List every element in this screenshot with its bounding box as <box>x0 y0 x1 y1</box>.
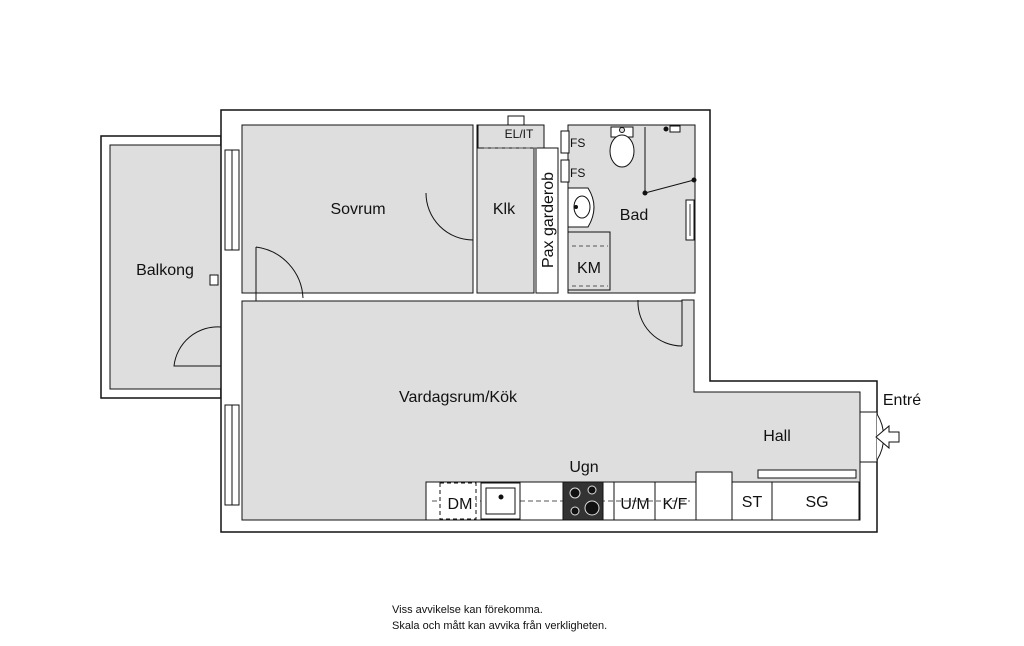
hall-closet-top <box>757 469 857 479</box>
label-vardagsrum: Vardagsrum/Kök <box>399 389 518 406</box>
label-balkong: Balkong <box>136 262 194 279</box>
label-hall: Hall <box>763 428 791 445</box>
disclaimer-line-1: Viss avvikelse kan förekomma. <box>392 604 543 616</box>
toilet <box>609 126 635 168</box>
door-bad <box>637 299 683 347</box>
label-bad: Bad <box>620 207 648 224</box>
disclaimer: Viss avvikelse kan förekomma. Skala och … <box>392 602 607 634</box>
floor-klk <box>476 124 535 294</box>
label-pax: Pax garderob <box>540 172 557 268</box>
label-sg: SG <box>805 494 828 511</box>
door-sovrum <box>255 246 304 301</box>
door-klk <box>425 192 474 241</box>
label-entre: Entré <box>883 392 921 409</box>
label-um: U/M <box>620 496 649 513</box>
stove <box>562 481 604 521</box>
label-ugn: Ugn <box>569 459 598 476</box>
disclaimer-line-2: Skala och mått kan avvika från verklighe… <box>392 620 608 632</box>
hall-wardrobes <box>731 481 860 521</box>
label-el-it: EL/IT <box>505 127 534 141</box>
kitchen-counter <box>425 481 697 521</box>
fs-cabinet-2 <box>560 159 570 183</box>
label-dm: DM <box>448 496 473 513</box>
label-st: ST <box>742 494 763 511</box>
label-fs-1: FS <box>570 136 585 150</box>
door-balcony <box>173 326 222 392</box>
el-it-box <box>507 115 525 126</box>
bath-sink <box>567 187 595 228</box>
window-vardagsrum <box>224 404 240 506</box>
dishwasher <box>439 482 477 520</box>
floor-sovrum <box>241 124 474 294</box>
label-kf: K/F <box>663 496 688 513</box>
label-fs-2: FS <box>570 166 585 180</box>
hall-pillar <box>695 471 733 521</box>
shower <box>642 125 697 196</box>
fs-cabinet-1 <box>560 130 570 154</box>
window-sovrum <box>224 149 240 251</box>
label-klk: Klk <box>493 201 516 218</box>
label-km: KM <box>577 260 601 277</box>
washing-machine <box>567 231 611 291</box>
pax-wardrobe <box>535 147 559 294</box>
entrance-door <box>859 411 900 463</box>
label-sovrum: Sovrum <box>330 201 385 218</box>
el-it-cabinet <box>477 124 545 149</box>
balcony <box>100 135 222 399</box>
